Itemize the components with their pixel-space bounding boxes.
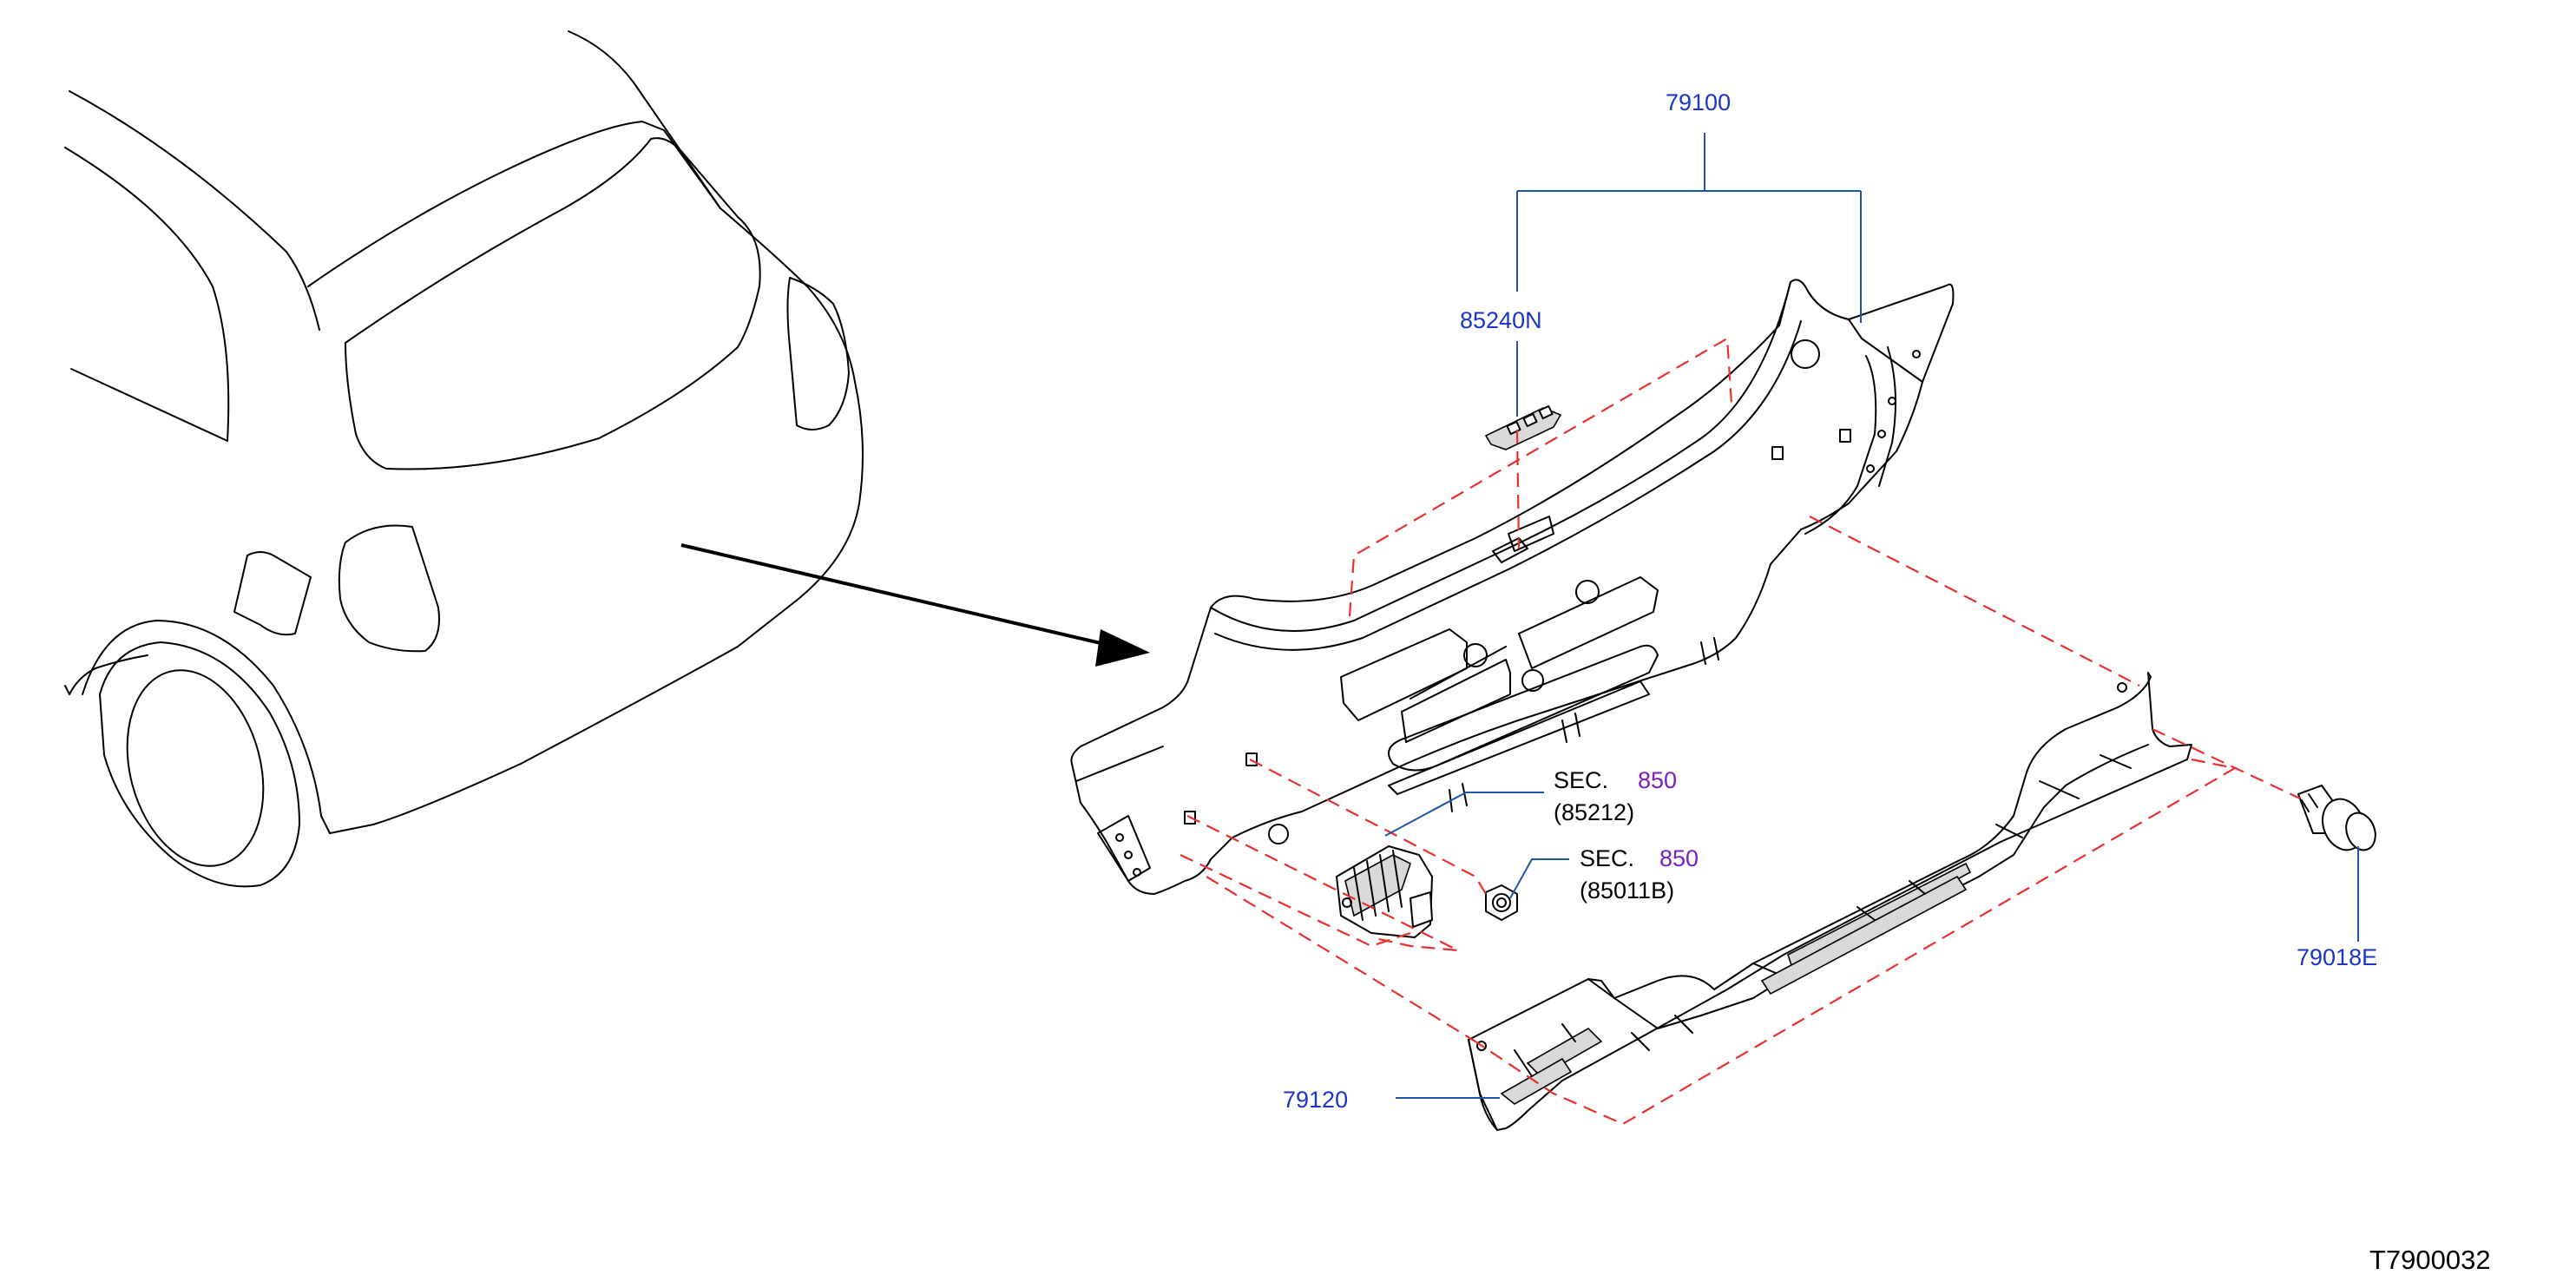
clip-79018E xyxy=(2297,785,2376,851)
sec-ref-85212-section: 850 xyxy=(1638,767,1677,793)
leader-lines xyxy=(1384,133,2359,1099)
part-labels: 79100 85240N 79120 79018E SEC. 850 (8521… xyxy=(1283,89,2491,1275)
sec-ref-85011B-prefix: SEC. xyxy=(1580,845,1634,871)
sec-ref-85212-prefix: SEC. xyxy=(1554,767,1608,793)
sec-ref-85011B-section: 850 xyxy=(1659,845,1699,871)
label-85240N: 85240N xyxy=(1460,307,1542,333)
nut-85011B xyxy=(1485,884,1518,921)
rear-panel-assembly-79100 xyxy=(1070,279,1955,895)
label-79100: 79100 xyxy=(1666,89,1731,115)
rear-lower-finisher-79120 xyxy=(1468,672,2192,1131)
bracket-85240N xyxy=(1484,404,1562,450)
pointer-arrow xyxy=(680,543,1150,667)
vehicle-rear-illustration xyxy=(64,30,864,888)
air-deflector-85212 xyxy=(1336,845,1433,938)
sec-ref-85212-part: (85212) xyxy=(1554,799,1634,825)
assembly-guide-lines xyxy=(1180,337,2301,1126)
label-79120: 79120 xyxy=(1283,1087,1348,1113)
diagram-code: T7900032 xyxy=(2369,1245,2491,1275)
label-79018E: 79018E xyxy=(2297,944,2377,970)
sec-ref-85011B-part: (85011B) xyxy=(1580,877,1674,904)
